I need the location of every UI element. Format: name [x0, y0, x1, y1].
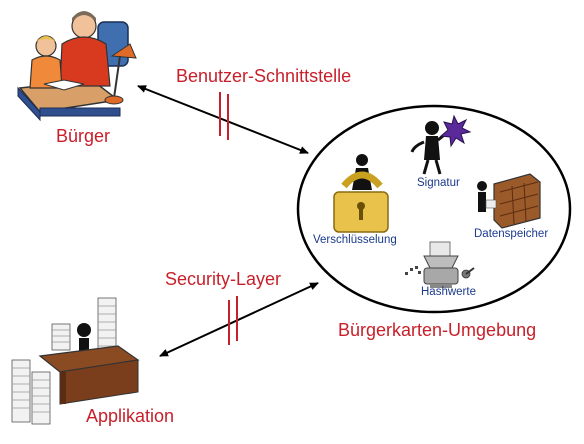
padlock-figure-icon — [333, 154, 389, 233]
security-layer-label: Security-Layer — [165, 269, 282, 289]
application-label: Applikation — [86, 406, 175, 426]
hash-grinder-icon — [405, 241, 475, 288]
security-layer-arrow — [159, 282, 319, 357]
interface-label: Benutzer-Schnittstelle — [176, 66, 352, 86]
citizen-reading-icon — [17, 11, 137, 122]
encryption-label: Verschlüsselung — [313, 234, 397, 246]
interface-barrier-marks — [219, 92, 229, 140]
signature-figure-icon — [410, 114, 472, 175]
security-layer-barrier-marks — [228, 296, 238, 345]
interface-arrow — [137, 85, 309, 154]
hashes-label: Hashwerte — [421, 286, 476, 298]
file-cabinet-icon — [477, 173, 541, 229]
application-desk-icon — [11, 297, 140, 425]
environment-label: Bürgerkarten-Umgebung — [338, 320, 537, 340]
citizen-label: Bürger — [56, 126, 111, 146]
storage-label: Datenspeicher — [474, 228, 549, 240]
environment-ellipse — [296, 104, 572, 314]
signature-label: Signatur — [417, 177, 460, 189]
